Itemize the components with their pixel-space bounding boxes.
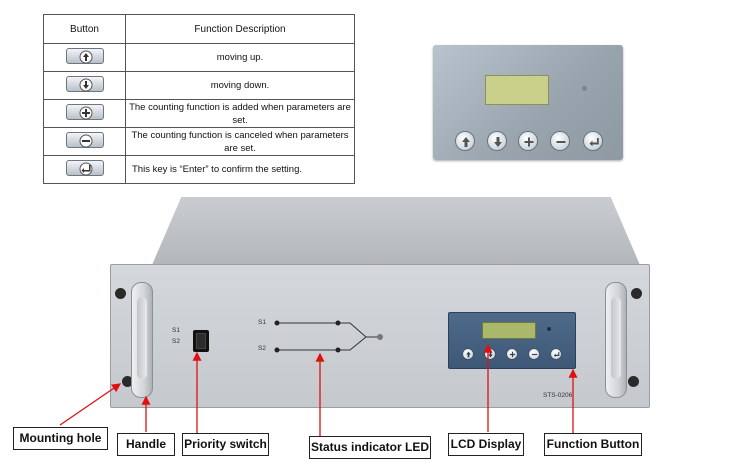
model-label: STS-0206 [543, 392, 573, 399]
mounting-hole [115, 288, 126, 299]
enter-icon[interactable] [583, 131, 603, 151]
plus-icon[interactable] [518, 131, 538, 151]
mounting-hole [122, 376, 133, 387]
minus-icon [65, 132, 104, 148]
table-row: This key is “Enter” to confirm the setti… [43, 155, 355, 184]
switch-label-s2: S2 [172, 338, 180, 345]
row-description: moving down. [125, 71, 355, 100]
table-row: moving down. [43, 71, 355, 100]
priority-switch[interactable] [193, 330, 209, 352]
arrow-down-icon[interactable] [484, 348, 496, 360]
row-description: The counting function is canceled when p… [125, 127, 355, 156]
plus-icon[interactable] [506, 348, 518, 360]
button-function-table: Button Function Description moving up. m… [43, 14, 355, 184]
mounting-hole [628, 376, 639, 387]
lcd-display [482, 322, 536, 339]
front-panel-closeup [433, 45, 623, 160]
plus-icon [65, 104, 104, 120]
device-top-cover [152, 197, 640, 265]
indicator-led [582, 86, 587, 91]
callout-priority-switch: Priority switch [182, 433, 269, 456]
callout-status-led: Status indicator LED [309, 436, 431, 459]
led-label-s2: S2 [258, 345, 266, 352]
row-description: This key is “Enter” to confirm the setti… [125, 155, 355, 184]
switch-label-s1: S1 [172, 327, 180, 334]
header-button: Button [43, 14, 126, 44]
enter-icon [65, 160, 104, 176]
table-row: The counting function is added when para… [43, 99, 355, 128]
arrow-up-icon[interactable] [455, 131, 475, 151]
arrow-up-icon[interactable] [462, 348, 474, 360]
callout-lcd-display: LCD Display [448, 433, 524, 456]
table-row: moving up. [43, 43, 355, 72]
lcd-indicator [547, 327, 551, 331]
arrow-down-icon [65, 76, 104, 92]
arrow-up-icon [65, 48, 104, 64]
mounting-hole [631, 288, 642, 299]
minus-icon[interactable] [528, 348, 540, 360]
row-description: The counting function is added when para… [125, 99, 355, 128]
left-handle[interactable] [131, 282, 153, 398]
lcd-screen [485, 75, 549, 105]
callout-handle: Handle [117, 433, 175, 456]
right-handle[interactable] [605, 282, 627, 398]
row-description: moving up. [125, 43, 355, 72]
minus-icon[interactable] [550, 131, 570, 151]
table-row: The counting function is canceled when p… [43, 127, 355, 156]
lcd-module [448, 312, 576, 369]
arrow-down-icon[interactable] [487, 131, 507, 151]
callout-function-button: Function Button [544, 433, 642, 456]
led-label-s1: S1 [258, 319, 266, 326]
header-function-description: Function Description [125, 14, 355, 44]
callout-mounting-hole: Mounting hole [13, 427, 108, 450]
enter-icon[interactable] [550, 348, 562, 360]
